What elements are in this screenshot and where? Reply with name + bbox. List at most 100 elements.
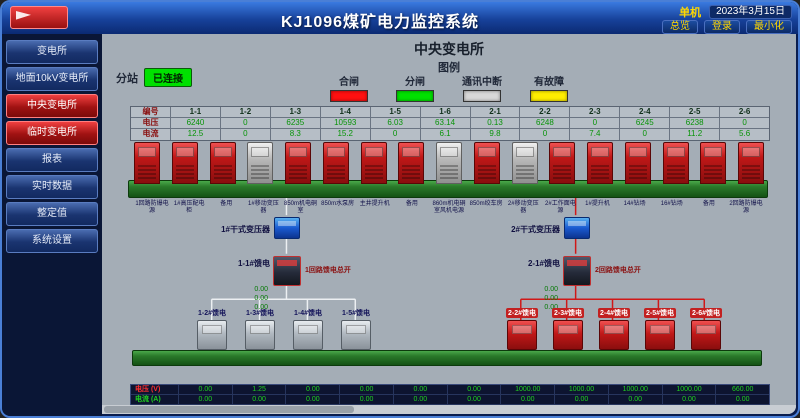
feeder-group-2: 2-2#馈电 2-3#馈电 2-4#馈电 2-5#馈电 2-6#馈电 xyxy=(506,308,723,350)
reading-value: 1000.00 xyxy=(555,385,609,394)
reading-value: 0.00 xyxy=(286,395,341,404)
column-header: 1-5 xyxy=(371,107,421,117)
voltage-value: 6248 xyxy=(520,118,571,128)
feeder-unit[interactable]: 1-5#馈电 xyxy=(341,308,371,350)
switchgear-cabinet[interactable] xyxy=(738,142,764,184)
reading-value: 0.00 xyxy=(448,395,502,404)
equipment-platform-bottom xyxy=(132,350,762,366)
feeder-box[interactable] xyxy=(645,320,675,350)
header-button[interactable]: 登录 xyxy=(704,20,740,34)
equipment-label: 备用 xyxy=(405,201,418,207)
header-button[interactable]: 最小化 xyxy=(746,20,792,34)
feeder-box[interactable] xyxy=(341,320,371,350)
main-feeder-1-label: 1-1#馈电 xyxy=(237,259,270,268)
reading-value: 0.00 xyxy=(286,385,341,394)
meter-value: 0.00 xyxy=(544,294,558,302)
switchgear-cabinet[interactable] xyxy=(285,142,311,184)
feeder-box[interactable] xyxy=(691,320,721,350)
voltage-value: 6245 xyxy=(620,118,671,128)
sidebar-item[interactable]: 整定值 xyxy=(6,202,98,226)
sidebar-item[interactable]: 中央变电所 xyxy=(6,94,98,118)
horizontal-scrollbar xyxy=(102,405,796,414)
feeder-box[interactable] xyxy=(599,320,629,350)
sidebar-nav: 变电所地面10kV变电所中央变电所临时变电所报表实时数据整定值系统设置 xyxy=(2,34,102,416)
main-feeder-2[interactable] xyxy=(563,256,591,286)
feeder-label: 2-3#馈电 xyxy=(552,308,585,318)
switchgear-cabinet[interactable] xyxy=(662,142,689,184)
column-header: 2-6 xyxy=(738,107,751,116)
switchgear-cabinet[interactable] xyxy=(473,142,500,184)
feeder-unit[interactable]: 2-4#馈电 xyxy=(598,308,631,350)
feeder-box[interactable] xyxy=(197,320,227,350)
reading-value: 0.00 xyxy=(394,385,448,394)
row-label: 电压 (V) xyxy=(131,385,179,394)
switchgear-cabinet[interactable] xyxy=(587,142,613,184)
header-button[interactable]: 总览 xyxy=(662,20,698,34)
current-value: 0 xyxy=(221,129,271,140)
feeder-unit[interactable]: 1-4#馈电 xyxy=(293,308,323,350)
feeder-unit[interactable]: 2-5#馈电 xyxy=(644,308,677,350)
feeder-label: 2-6#馈电 xyxy=(690,308,723,318)
switchgear-cabinet[interactable] xyxy=(247,142,274,184)
transformer-1[interactable] xyxy=(274,217,300,239)
feeder-label: 2-4#馈电 xyxy=(598,308,631,318)
feeder-box[interactable] xyxy=(293,320,323,350)
feeder-label: 1-4#馈电 xyxy=(293,310,322,317)
station-label: 分站 xyxy=(116,72,138,85)
row-label: 电流 (A) xyxy=(131,395,179,404)
feeder-unit[interactable]: 2-3#馈电 xyxy=(552,308,585,350)
switchgear-cabinet[interactable] xyxy=(209,142,236,184)
switchgear-cabinet[interactable] xyxy=(134,142,160,184)
feeder-label: 1-3#馈电 xyxy=(245,310,274,317)
switchgear-cabinet[interactable] xyxy=(511,142,538,184)
main-feeder-1[interactable] xyxy=(273,256,301,286)
switchgear-cabinet[interactable] xyxy=(360,142,387,184)
feeder-unit[interactable]: 1-3#馈电 xyxy=(245,308,275,350)
switchgear-cabinet[interactable] xyxy=(171,142,198,184)
feeder-box[interactable] xyxy=(245,320,275,350)
reading-value: 1000.00 xyxy=(663,385,717,394)
feeder-box[interactable] xyxy=(553,320,583,350)
switchgear-cabinet[interactable] xyxy=(436,142,462,184)
column-header: 2-1 xyxy=(471,107,521,117)
column-header: 2-4 xyxy=(620,107,671,117)
feeder-box[interactable] xyxy=(507,320,537,350)
feeder-unit[interactable]: 2-2#馈电 xyxy=(506,308,539,350)
logo-emblem-icon xyxy=(16,11,31,25)
sidebar-item[interactable]: 报表 xyxy=(6,148,98,172)
voltage-value: 63.14 xyxy=(421,118,471,128)
legend-label: 合闸 xyxy=(339,77,359,88)
switchgear-cabinet[interactable] xyxy=(322,142,349,184)
feeder-unit[interactable]: 1-2#馈电 xyxy=(197,308,227,350)
sidebar-item[interactable]: 系统设置 xyxy=(6,229,98,253)
equipment-label: 主井提升机 xyxy=(359,201,390,207)
equipment-label: 1#提升机 xyxy=(585,201,610,207)
reading-value: 0.00 xyxy=(340,385,394,394)
transformer-2[interactable] xyxy=(564,217,590,239)
circuit-2-breaker-label: 2回路馈电总开 xyxy=(595,267,641,274)
sidebar-item[interactable]: 地面10kV变电所 xyxy=(6,67,98,91)
reading-value: 0.00 xyxy=(555,395,609,404)
sidebar-item[interactable]: 实时数据 xyxy=(6,175,98,199)
equipment-label: 2回路防爆电源 xyxy=(729,201,763,214)
sidebar-item[interactable]: 临时变电所 xyxy=(6,121,98,145)
voltage-value: 6238 xyxy=(670,118,721,128)
equipment-label: 850m机电硐室 xyxy=(283,201,317,214)
reading-value: 0.00 xyxy=(179,385,233,394)
feeder-unit[interactable]: 2-6#馈电 xyxy=(690,308,723,350)
scrollbar-thumb[interactable] xyxy=(104,406,354,413)
voltage-value: 0 xyxy=(742,118,747,127)
switchgear-cabinet[interactable] xyxy=(549,142,576,184)
main-panel: 中央变电所 分站 已连接 图例 合闸 分闸 通讯中断 有故障 编号 xyxy=(102,34,796,414)
switchgear-cabinet[interactable] xyxy=(624,142,651,184)
legend-swatch xyxy=(396,90,434,102)
switchgear-cabinet[interactable] xyxy=(700,142,727,184)
sidebar-item[interactable]: 变电所 xyxy=(6,40,98,64)
company-logo xyxy=(10,6,68,29)
switchgear-cabinet[interactable] xyxy=(398,142,425,184)
